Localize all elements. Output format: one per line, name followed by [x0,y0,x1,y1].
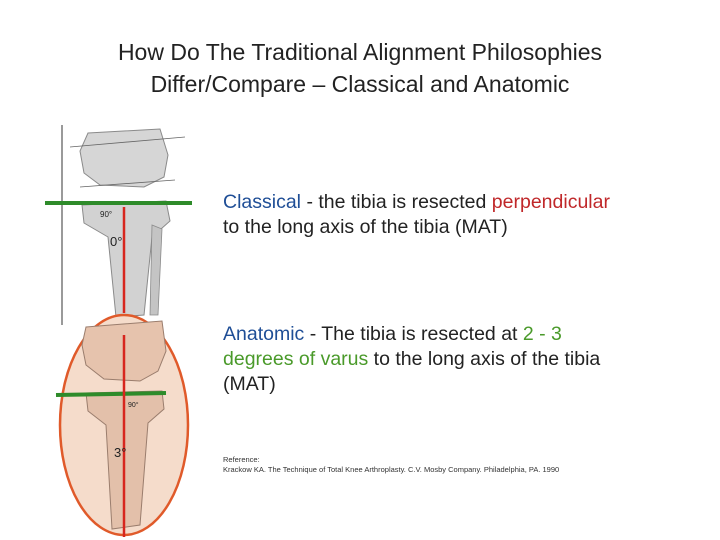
classical-term: Classical [223,191,302,213]
reference: Reference: Krackow KA. The Technique of … [223,455,559,475]
reference-heading: Reference: [223,455,260,464]
fibula-upper [149,224,163,316]
anatomic-term: Anatomic [223,323,305,345]
classical-text-a: - the tibia is resected [301,191,492,213]
reference-citation: Krackow KA. The Technique of Total Knee … [223,465,560,474]
anatomic-highlight-b: degrees of varus [223,348,369,370]
classical-description: Classical - the tibia is resected perpen… [223,190,673,240]
femur-cut-line-2 [79,179,176,188]
anatomic-text-a: - The tibia is resected at [304,323,523,345]
title-line-1: How Do The Traditional Alignment Philoso… [117,39,603,65]
small-angle-label-top: 90° [100,210,112,219]
anatomic-knee-diagram: 90° 3° [55,313,190,537]
femur-top [79,128,169,188]
knee-alignment-illustration: 90° 0° 90° 3° [40,125,210,537]
anatomic-description: Anatomic - The tibia is resected at 2 - … [223,322,673,397]
title-line-2: Differ/Compare – Classical and Anatomic [150,71,570,97]
classical-text-b: to the long axis of the tibia (MAT) [223,216,508,238]
anatomic-highlight-a: 2 - 3 [522,323,562,345]
anatomic-text-b: to the long axis of the tibia [368,348,601,370]
classical-highlight: perpendicular [491,191,610,213]
classical-angle-label: 0° [110,234,122,249]
anatomic-text-c: (MAT) [223,373,276,395]
anatomic-angle-label: 3° [114,445,126,460]
tibia-upper [81,200,171,318]
small-angle-label-bottom: 90° [128,401,139,409]
knee-diagram-svg: 90° 0° 90° 3° [45,125,192,537]
classical-knee-diagram: 90° 0° [45,125,192,325]
slide-title: How Do The Traditional Alignment Philoso… [0,36,720,100]
anatomic-resection-line [55,391,167,397]
femur-cut-line [69,136,186,148]
